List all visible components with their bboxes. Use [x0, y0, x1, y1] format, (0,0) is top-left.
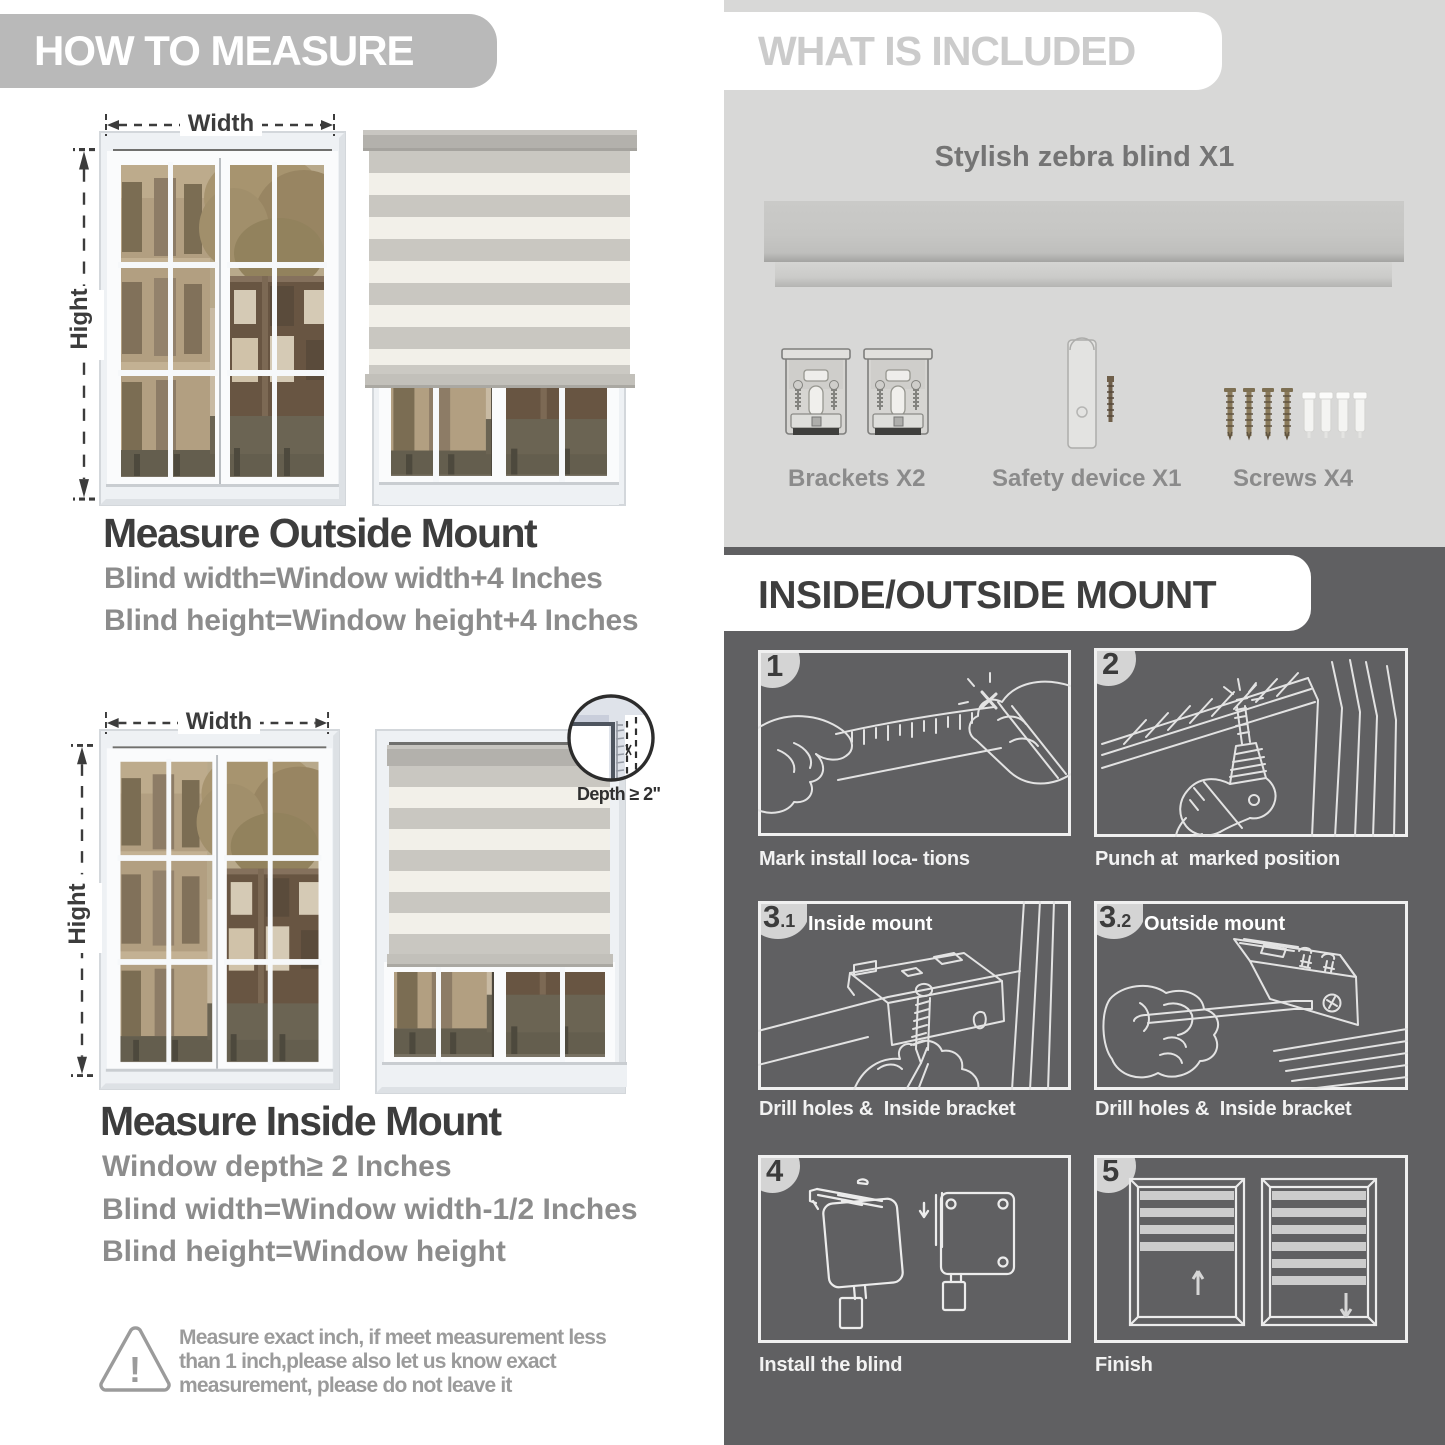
- svg-text:Hight: Hight: [66, 288, 93, 349]
- svg-text:Width: Width: [188, 110, 254, 137]
- svg-text:!: !: [129, 1349, 141, 1390]
- svg-text:Hight: Hight: [64, 883, 91, 944]
- svg-text:Width: Width: [186, 708, 252, 735]
